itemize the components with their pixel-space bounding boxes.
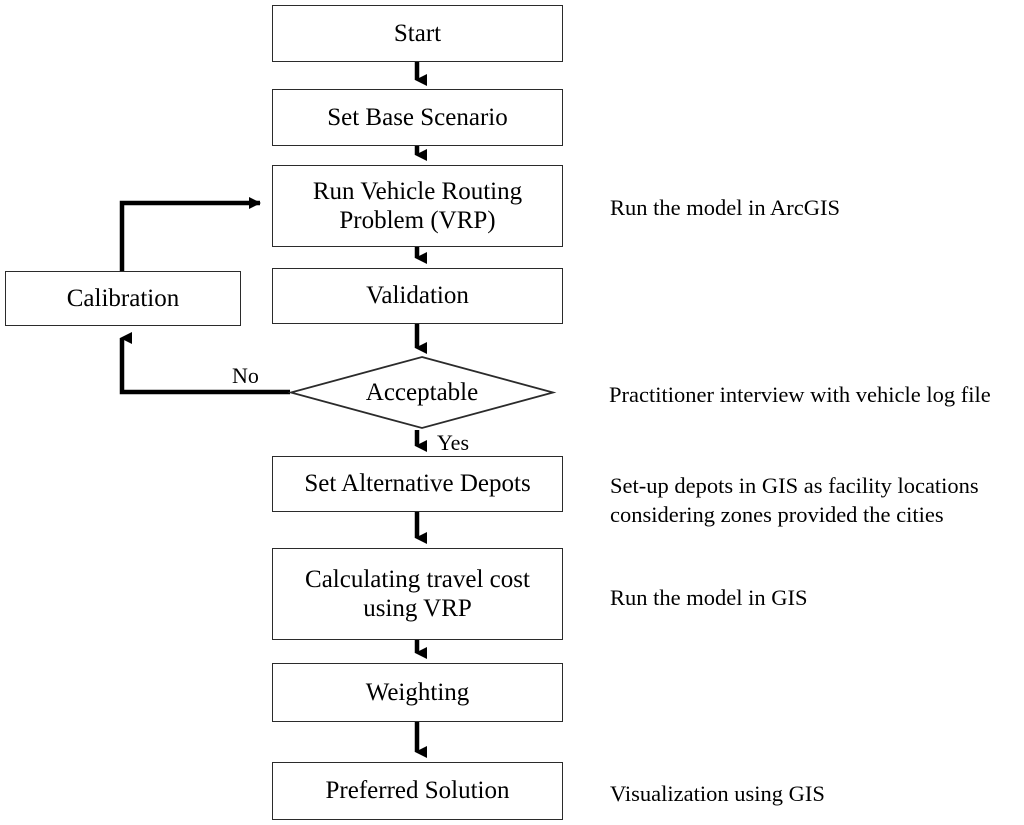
node-validation[interactable]: Validation (272, 268, 563, 324)
annotation-run-model-gis: Run the model in GIS (610, 585, 808, 610)
branch-label-yes: Yes (437, 430, 470, 455)
node-weighting[interactable]: Weighting (272, 663, 563, 722)
branch-label-no: No (232, 363, 259, 388)
node-calculating-travel-cost[interactable]: Calculating travel cost using VRP (272, 548, 563, 640)
annotation-setup-depots: Set-up depots in GIS as facility locatio… (610, 473, 979, 528)
node-preferred-solution[interactable]: Preferred Solution (272, 762, 563, 820)
node-set-base-scenario[interactable]: Set Base Scenario (272, 89, 563, 146)
annotation-visualization-gis: Visualization using GIS (610, 781, 825, 806)
node-calibration[interactable]: Calibration (5, 271, 241, 326)
node-set-alternative-depots[interactable]: Set Alternative Depots (272, 456, 563, 512)
node-start[interactable]: Start (272, 5, 563, 62)
node-acceptable[interactable]: Acceptable (287, 356, 557, 429)
edge-calibration-to-vrp (119, 197, 261, 271)
node-run-vehicle-routing-problem[interactable]: Run Vehicle Routing Problem (VRP) (272, 165, 563, 247)
edge-acceptable-no-to-calibration (119, 332, 290, 395)
diamond-shape (287, 356, 557, 429)
node-acceptable-label: Acceptable (365, 378, 479, 406)
annotation-run-model-arcgis: Run the model in ArcGIS (610, 195, 840, 220)
annotation-practitioner-interview: Practitioner interview with vehicle log … (609, 382, 991, 407)
